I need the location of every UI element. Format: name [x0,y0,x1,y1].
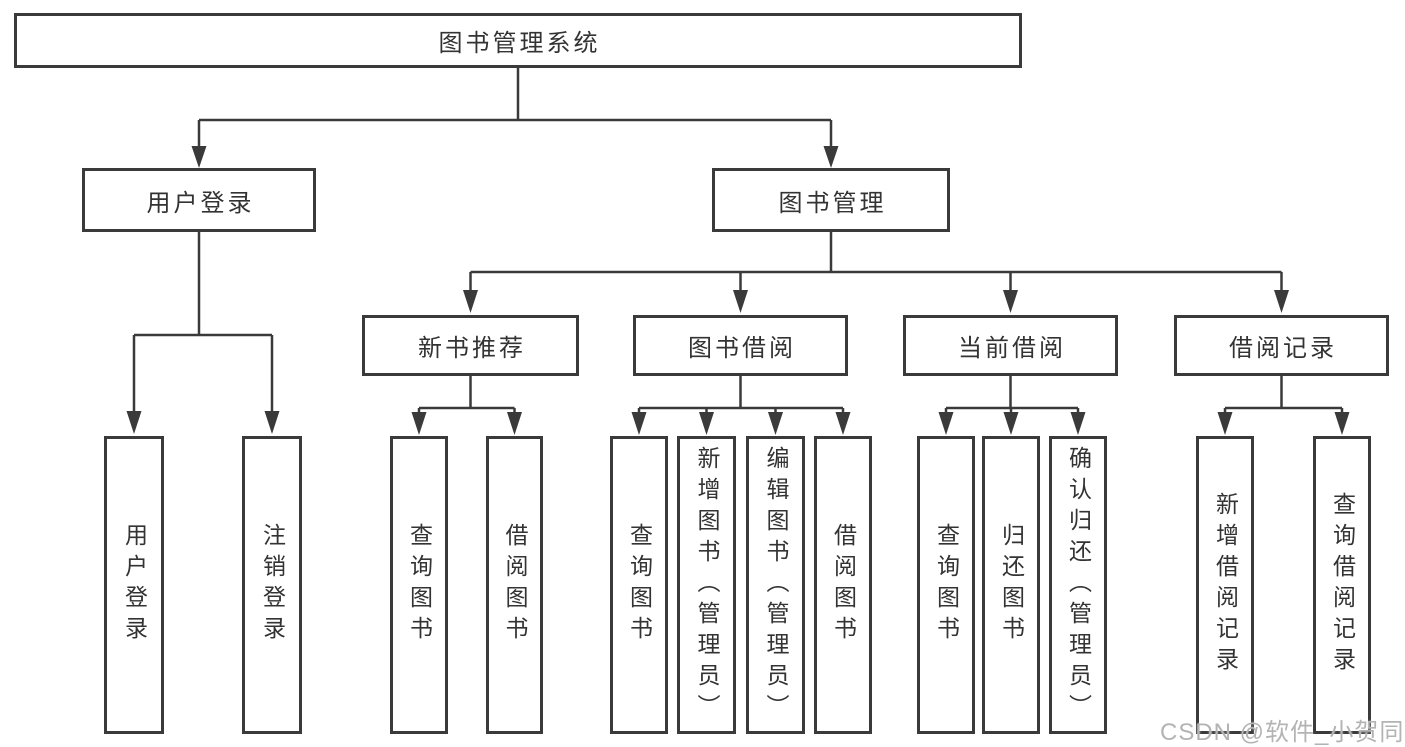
leaf-borrow-books: 借阅图书 [814,436,872,734]
arrowhead-down-icon [1334,412,1350,435]
arrowhead-down-icon [1003,290,1018,313]
arrowhead-down-icon [411,412,427,435]
arrowhead-down-icon [1217,412,1233,435]
arrowhead-down-icon [733,290,748,313]
connector-new-book-branch [417,376,516,413]
node-current-borrowing: 当前借阅 [903,315,1118,376]
leaf-query-books-current: 查询图书 [917,436,975,734]
leaf-borrow-books-recommend: 借阅图书 [486,436,543,734]
arrowhead-down-icon [463,290,478,313]
leaf-confirm-return-admin: 确认归还（管理员） [1049,436,1107,734]
node-user-login: 用户登录 [82,168,316,232]
node-new-book-recommendation: 新书推荐 [362,315,579,376]
leaf-user-login: 用户登录 [104,436,164,734]
node-book-management: 图书管理 [712,168,950,232]
leaf-query-books-borrowing: 查询图书 [610,436,668,734]
arrowhead-down-icon [126,411,142,434]
arrowhead-down-icon [823,146,839,168]
connector-book-management-branch [469,232,1283,292]
node-library-management-system: 图书管理系统 [14,13,1022,68]
leaf-query-borrowing-record: 查询借阅记录 [1313,436,1371,734]
node-borrowing-records: 借阅记录 [1174,315,1389,376]
arrowhead-down-icon [938,412,954,435]
leaf-logout: 注销登录 [242,436,302,734]
csdn-watermark: CSDN @软件_小贺同学 [1160,719,1405,746]
arrowhead-down-icon [768,412,783,435]
leaf-add-books-admin: 新增图书（管理员） [677,436,736,734]
arrowhead-down-icon [631,412,647,435]
connector-current-borrowing-branch [944,376,1080,413]
connector-user-login-branch [132,232,274,413]
arrowhead-down-icon [1274,290,1289,313]
connector-borrowing-records-branch [1223,376,1344,413]
node-book-borrowing: 图书借阅 [633,315,848,376]
arrowhead-down-icon [264,411,280,434]
arrowhead-down-icon [835,412,851,435]
arrowhead-down-icon [1070,412,1086,435]
arrowhead-down-icon [1003,412,1019,435]
arrowhead-down-icon [507,412,522,435]
arrowhead-down-icon [191,146,207,168]
connector-root-branch [197,68,833,148]
leaf-query-books-recommend: 查询图书 [390,436,448,734]
leaf-return-books: 归还图书 [982,436,1040,734]
arrowhead-down-icon [699,412,714,435]
connector-book-borrowing-branch [637,376,845,413]
leaf-edit-books-admin: 编辑图书（管理员） [746,436,805,734]
leaf-add-borrowing-record: 新增借阅记录 [1196,436,1254,734]
